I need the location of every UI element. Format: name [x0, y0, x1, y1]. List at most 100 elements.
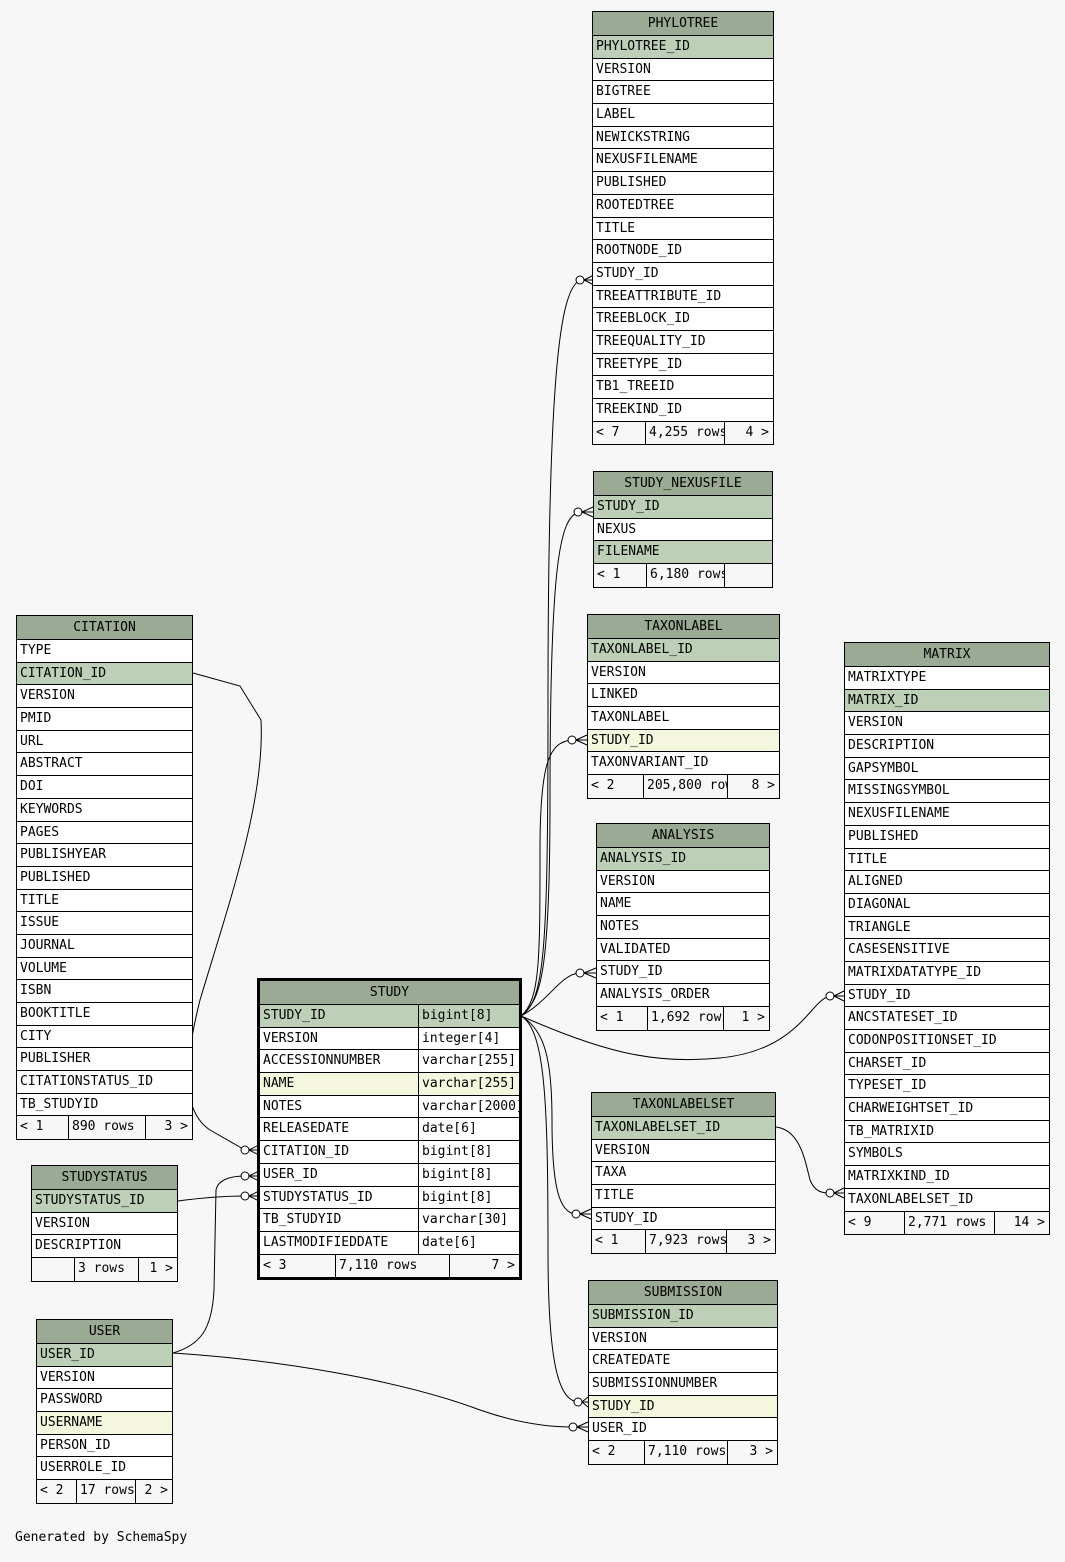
column-row[interactable]: STUDY_ID — [597, 961, 769, 985]
column-row[interactable]: LABEL — [593, 104, 773, 127]
column-row[interactable]: TAXONVARIANT_ID — [588, 752, 779, 776]
column-row[interactable]: TAXONLABEL — [588, 707, 779, 730]
column-row[interactable]: NEXUSFILENAME — [593, 149, 773, 173]
column-row[interactable]: TB_STUDYID — [17, 1094, 192, 1117]
column-row[interactable]: TITLE — [17, 890, 192, 913]
column-row[interactable]: NOTES — [597, 916, 769, 939]
column-row[interactable]: ANALYSIS_ID — [597, 848, 769, 871]
children-link[interactable]: 3 > — [726, 1230, 775, 1254]
column-row[interactable]: TAXA — [592, 1162, 775, 1186]
column-row[interactable]: TYPESET_ID — [845, 1075, 1049, 1099]
parents-link[interactable]: < 3 — [263, 1257, 287, 1273]
column-row[interactable]: JOURNAL — [17, 935, 192, 958]
column-row[interactable]: TITLE — [593, 218, 773, 241]
column-row[interactable]: VOLUME — [17, 958, 192, 981]
parents-link[interactable]: < 2 — [592, 1444, 616, 1460]
column-row[interactable]: STUDY_ID — [593, 263, 773, 286]
column-row[interactable]: TRIANGLE — [845, 917, 1049, 940]
column-row[interactable]: ANCSTATESET_ID — [845, 1007, 1049, 1030]
column-row[interactable]: CITY — [17, 1026, 192, 1049]
parents-link[interactable]: < 1 — [600, 1009, 624, 1025]
column-row[interactable]: LINKED — [588, 684, 779, 708]
column-row[interactable]: TREEKIND_ID — [593, 399, 773, 422]
column-row[interactable]: NEWICKSTRING — [593, 127, 773, 150]
children-link[interactable]: 14 > — [994, 1211, 1049, 1235]
column-row[interactable]: USER_ID — [37, 1344, 172, 1367]
column-row[interactable]: STUDY_ID — [594, 496, 772, 519]
column-row[interactable]: MATRIXDATATYPE_ID — [845, 962, 1049, 985]
column-row[interactable]: DESCRIPTION — [845, 735, 1049, 758]
column-row[interactable]: TREEATTRIBUTE_ID — [593, 286, 773, 309]
children-link[interactable]: 1 > — [138, 1258, 177, 1281]
column-row[interactable]: VERSION — [592, 1140, 775, 1163]
column-row[interactable]: BIGTREE — [593, 81, 773, 105]
column-row[interactable]: TAXONLABEL_ID — [588, 639, 779, 662]
children-link[interactable]: 7 > — [449, 1254, 519, 1278]
column-row[interactable]: BOOKTITLE — [17, 1003, 192, 1026]
column-row[interactable]: TREETYPE_ID — [593, 354, 773, 377]
column-row[interactable]: PUBLISHYEAR — [17, 844, 192, 867]
column-row[interactable]: SUBMISSIONNUMBER — [589, 1373, 777, 1396]
column-row[interactable]: DOI — [17, 776, 192, 799]
children-link[interactable] — [724, 564, 772, 587]
column-row[interactable]: VERSION — [589, 1328, 777, 1351]
column-row[interactable]: TYPE — [17, 640, 192, 663]
column-row[interactable]: CASESENSITIVE — [845, 939, 1049, 962]
column-row[interactable]: DESCRIPTION — [32, 1235, 177, 1259]
column-row[interactable]: TITLE — [845, 849, 1049, 872]
column-row[interactable]: CHARWEIGHTSET_ID — [845, 1098, 1049, 1121]
column-row[interactable]: TB1_TREEID — [593, 376, 773, 399]
column-row[interactable]: VERSION — [32, 1213, 177, 1236]
parents-link[interactable] — [32, 1258, 74, 1281]
column-row[interactable]: STUDY_ID — [592, 1208, 775, 1231]
children-link[interactable]: 3 > — [727, 1441, 777, 1464]
column-row[interactable]: PUBLISHED — [845, 826, 1049, 849]
column-row[interactable]: ROOTEDTREE — [593, 195, 773, 218]
column-row[interactable]: TAXONLABELSET_ID — [592, 1117, 775, 1140]
parents-link[interactable]: < 2 — [591, 778, 615, 794]
column-row[interactable]: CREATEDATE — [589, 1350, 777, 1374]
column-row[interactable]: PMID — [17, 708, 192, 731]
parents-link[interactable]: < 1 — [20, 1119, 44, 1135]
column-row[interactable]: PASSWORD — [37, 1389, 172, 1413]
column-row[interactable]: CITATION_ID — [17, 662, 192, 686]
column-row[interactable]: USERROLE_ID — [37, 1457, 172, 1481]
children-link[interactable]: 8 > — [727, 775, 779, 798]
column-row[interactable]: USER_ID — [589, 1418, 777, 1442]
column-row[interactable]: GAPSYMBOL — [845, 758, 1049, 781]
column-row[interactable]: USERNAME — [37, 1412, 172, 1435]
column-row[interactable]: MATRIXTYPE — [845, 667, 1049, 690]
column-row[interactable]: PUBLISHED — [17, 867, 192, 890]
column-row[interactable]: PERSON_ID — [37, 1435, 172, 1458]
column-row[interactable]: ISSUE — [17, 912, 192, 935]
column-row[interactable]: ABSTRACT — [17, 753, 192, 777]
column-row[interactable]: ISBN — [17, 980, 192, 1003]
parents-link[interactable]: < 2 — [40, 1483, 64, 1499]
column-row[interactable]: TITLE — [592, 1185, 775, 1208]
parents-link[interactable]: < 9 — [848, 1214, 872, 1230]
column-row[interactable]: CITATIONSTATUS_ID — [17, 1071, 192, 1094]
column-row[interactable]: TREEQUALITY_ID — [593, 331, 773, 354]
column-row[interactable]: VERSION — [588, 662, 779, 685]
column-row[interactable]: MATRIXKIND_ID — [845, 1166, 1049, 1189]
column-row[interactable]: NAME — [597, 893, 769, 917]
column-row[interactable]: FILENAME — [594, 541, 772, 565]
column-row[interactable]: VERSION — [845, 712, 1049, 736]
children-link[interactable]: 1 > — [723, 1006, 769, 1030]
column-row[interactable]: VERSION — [17, 685, 192, 709]
column-row[interactable]: MATRIX_ID — [845, 689, 1049, 713]
